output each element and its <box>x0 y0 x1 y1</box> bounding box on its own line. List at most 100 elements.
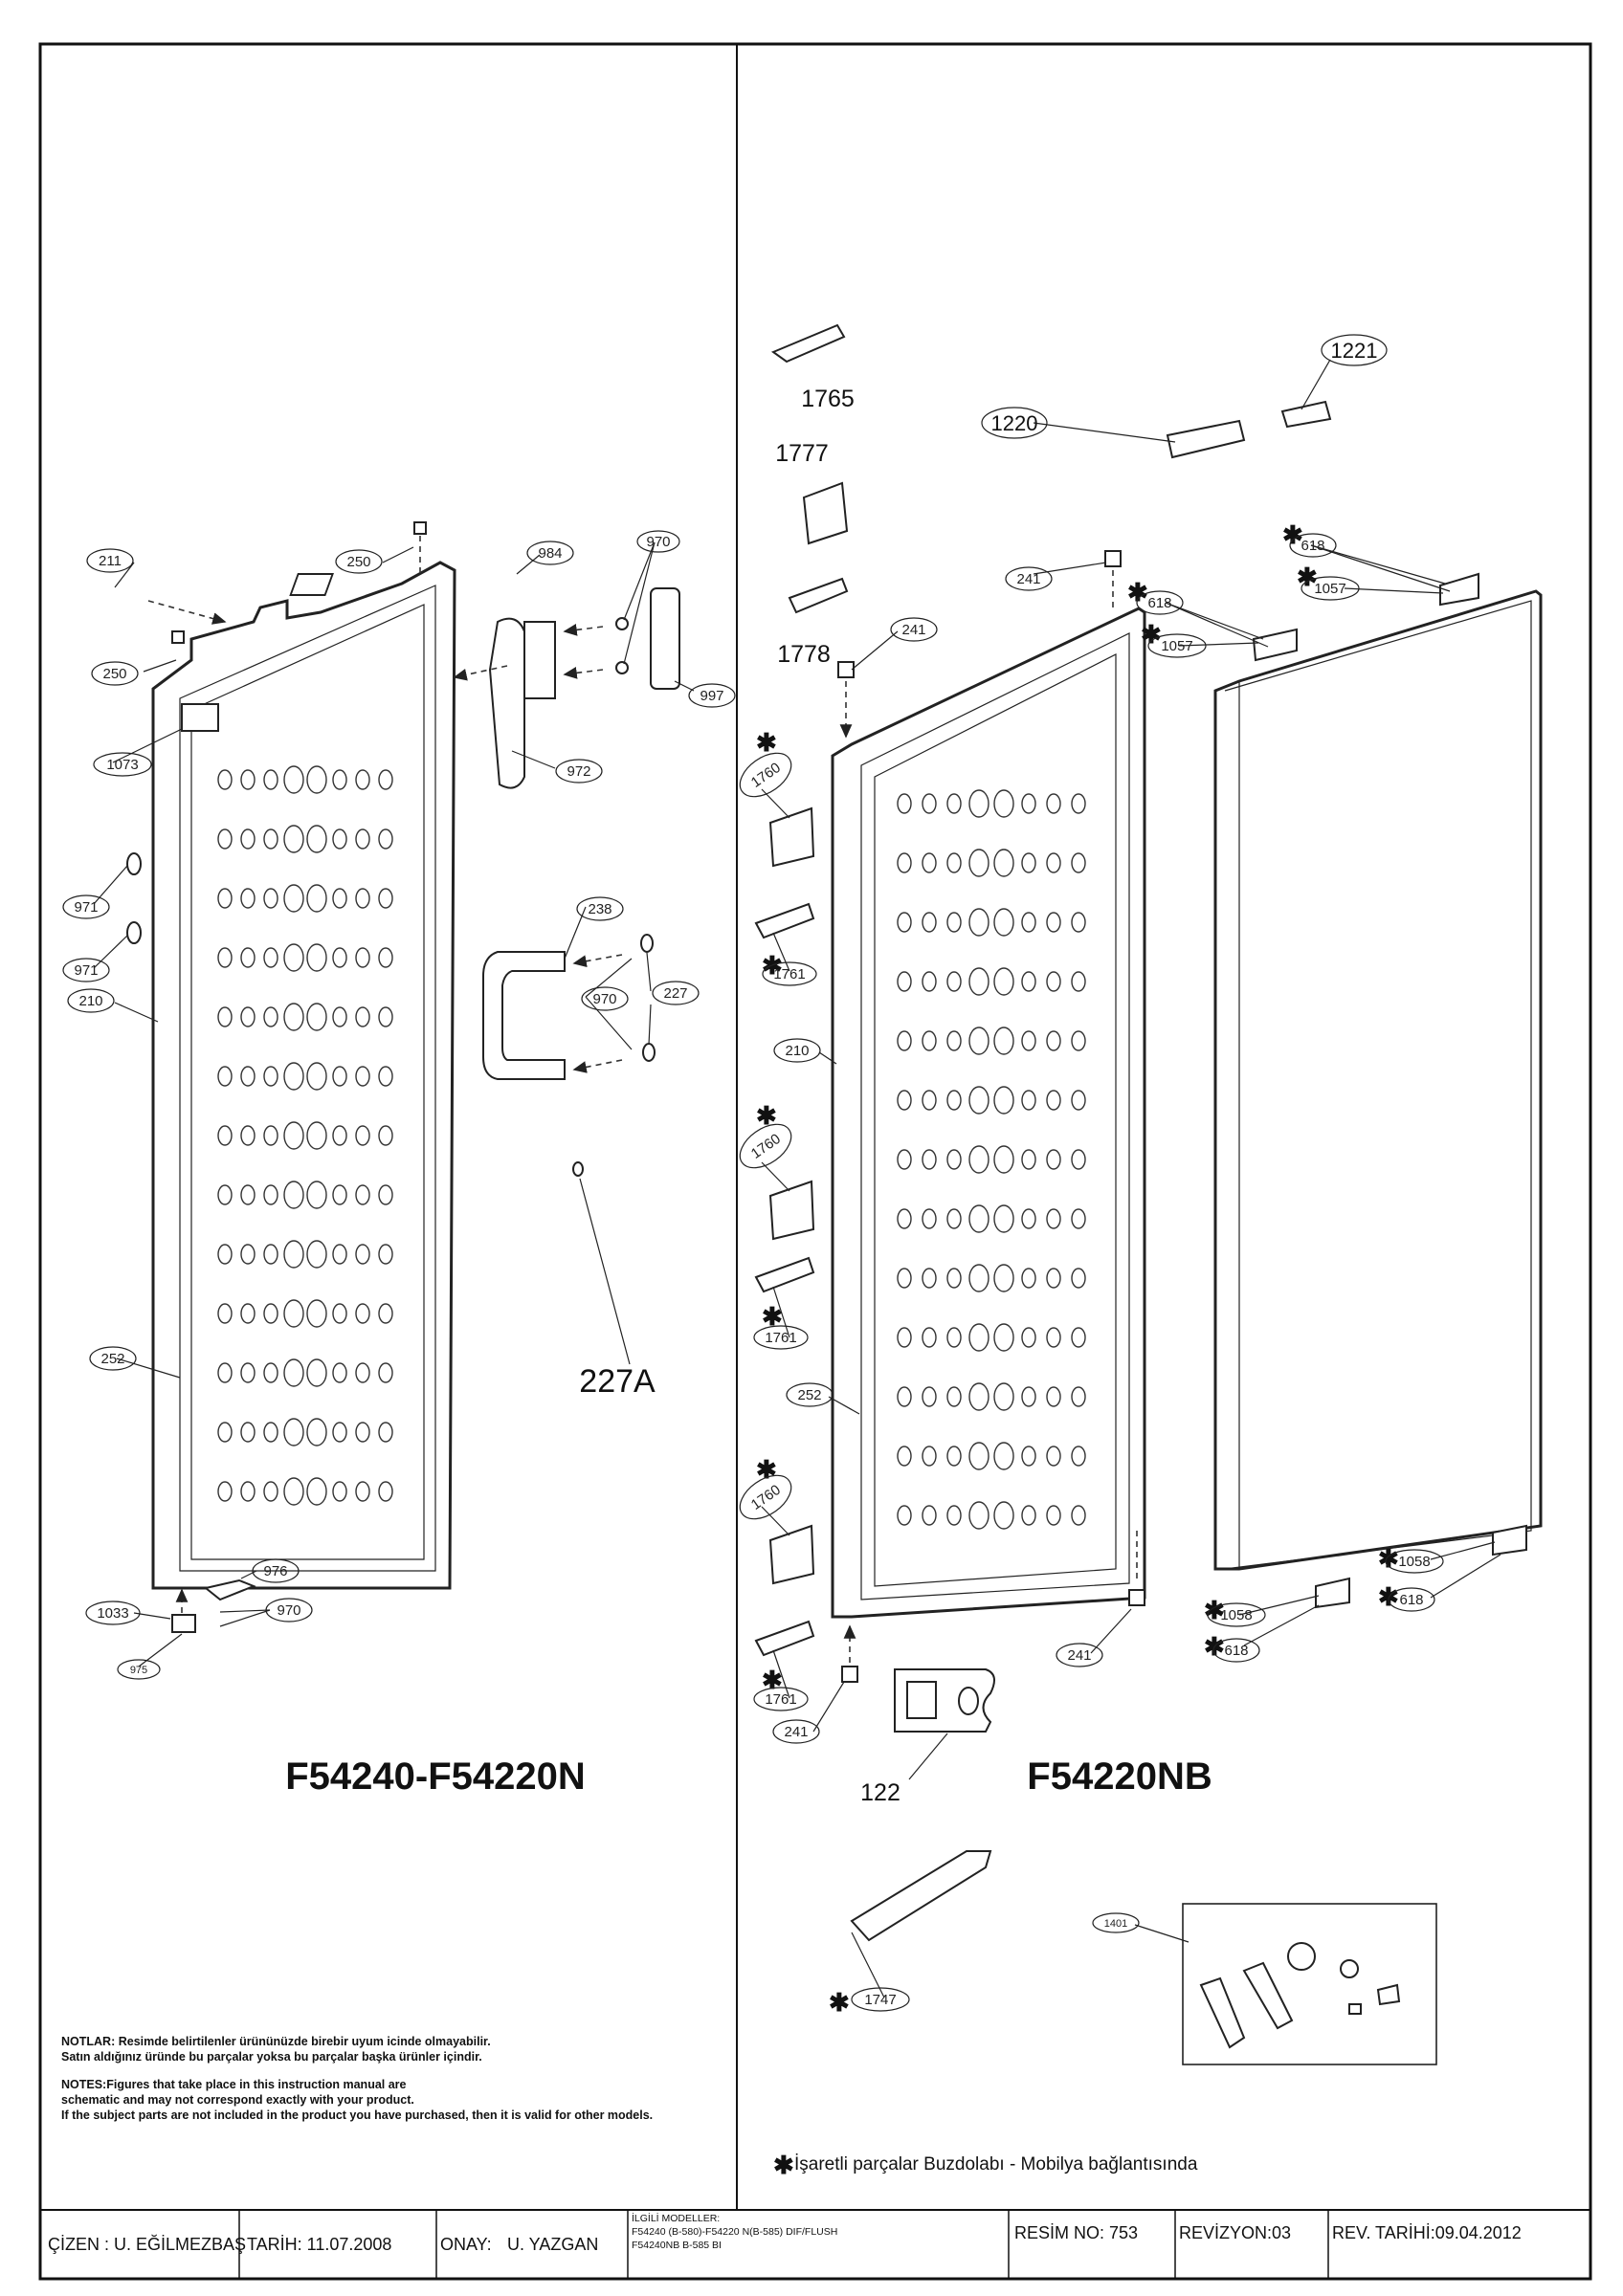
door-hole <box>1071 1446 1086 1467</box>
label-976: 976 <box>263 1563 287 1579</box>
ring-227-b <box>642 1043 656 1062</box>
title-block: ÇİZEN : U. EĞİLMEZBAŞ TARİH: 11.07.2008 … <box>40 2209 1590 2279</box>
door-hole <box>968 1501 989 1530</box>
label-211: 211 <box>99 553 122 569</box>
star-1057-a: ✱ <box>1297 563 1318 591</box>
label-1401: 1401 <box>1104 1918 1127 1930</box>
part-1777 <box>802 481 849 545</box>
door-hole <box>968 1204 989 1233</box>
door-hole <box>263 828 278 850</box>
door-hole <box>306 1181 327 1209</box>
door-hole <box>378 1244 393 1265</box>
label-241-c: 241 <box>784 1724 808 1740</box>
label-971-a: 971 <box>74 899 98 916</box>
door-hole <box>968 1442 989 1470</box>
door-hole <box>306 1062 327 1091</box>
door-hole <box>283 1181 304 1209</box>
door-hole <box>946 1505 962 1526</box>
door-hole <box>1071 1505 1086 1526</box>
door-hole <box>332 1422 347 1443</box>
door-hole <box>897 1327 912 1348</box>
door-hole <box>332 769 347 790</box>
door-hole <box>283 943 304 972</box>
door-hole <box>922 912 937 933</box>
door-hole <box>283 1240 304 1269</box>
right-door-gasket-outer <box>860 632 1130 1601</box>
door-hole <box>332 1066 347 1087</box>
door-hole <box>1021 793 1036 814</box>
door-hole <box>283 825 304 853</box>
door-hole <box>946 1208 962 1229</box>
door-hole <box>355 888 370 909</box>
star-618-a: ✱ <box>1282 520 1303 549</box>
door-hole <box>897 1268 912 1289</box>
door-hole <box>378 1125 393 1146</box>
door-hole <box>993 1323 1014 1352</box>
notes: NOTLAR: Resimde belirtilenler ürününüzde… <box>61 2035 653 2122</box>
door-hole <box>306 943 327 972</box>
right-small-parts <box>754 323 1527 2065</box>
door-hole <box>993 849 1014 877</box>
door-hole <box>332 1184 347 1205</box>
label-241-b: 241 <box>901 622 925 638</box>
door-hole <box>217 1125 233 1146</box>
door-hole <box>993 1086 1014 1115</box>
label-210-b: 210 <box>785 1043 809 1059</box>
part-241-a <box>1104 550 1122 567</box>
label-997: 997 <box>700 688 723 704</box>
door-hole <box>1021 912 1036 933</box>
door-hole <box>217 769 233 790</box>
part-250-cap-b <box>413 521 427 535</box>
door-hole <box>1021 1386 1036 1407</box>
door-hole <box>378 1422 393 1443</box>
door-hole <box>1021 1446 1036 1467</box>
star-618-c: ✱ <box>1378 1582 1399 1611</box>
handle-bracket <box>523 621 556 699</box>
part-1221 <box>1280 400 1332 429</box>
door-hole <box>993 1145 1014 1174</box>
part-1058-b <box>1315 1577 1350 1609</box>
door-hole <box>332 947 347 968</box>
door-hole <box>283 1062 304 1091</box>
door-hole <box>897 1446 912 1467</box>
door-hole <box>993 908 1014 937</box>
part-1761-a <box>754 902 815 939</box>
door-hole <box>1071 971 1086 992</box>
door-hole <box>946 1386 962 1407</box>
door-hole <box>1071 793 1086 814</box>
door-hole <box>1046 1505 1061 1526</box>
door-hole <box>922 1327 937 1348</box>
door-hole <box>332 1362 347 1383</box>
part-241-b <box>837 661 855 678</box>
label-1761-b: 1761 <box>765 1330 796 1346</box>
label-1747: 1747 <box>864 1992 896 2008</box>
door-hole <box>1021 1268 1036 1289</box>
door-hole <box>946 1149 962 1170</box>
door-hole <box>355 1362 370 1383</box>
left-small-parts <box>126 521 680 1633</box>
door-hole <box>946 971 962 992</box>
right-leaders <box>761 359 1501 1998</box>
label-252-a: 252 <box>100 1351 124 1367</box>
door-hole <box>355 1066 370 1087</box>
door-hole <box>897 793 912 814</box>
label-210-a: 210 <box>78 993 102 1009</box>
door-hole <box>1046 1149 1061 1170</box>
door-hole <box>217 1244 233 1265</box>
part-227A <box>572 1161 584 1177</box>
door-hole <box>378 828 393 850</box>
door-hole <box>332 828 347 850</box>
door-hole <box>1046 1386 1061 1407</box>
door-hole <box>332 888 347 909</box>
door-hole <box>306 1121 327 1150</box>
inset-part-knob <box>1348 2003 1362 2015</box>
door-hole <box>968 967 989 996</box>
door-hole <box>378 947 393 968</box>
door-hole <box>922 1446 937 1467</box>
label-241-a: 241 <box>1016 571 1040 587</box>
door-hole <box>263 1184 278 1205</box>
tb-onay-name: U. YAZGAN <box>507 2235 598 2254</box>
inset-part-hinge <box>1287 1942 1316 1971</box>
door-hole <box>240 1362 256 1383</box>
